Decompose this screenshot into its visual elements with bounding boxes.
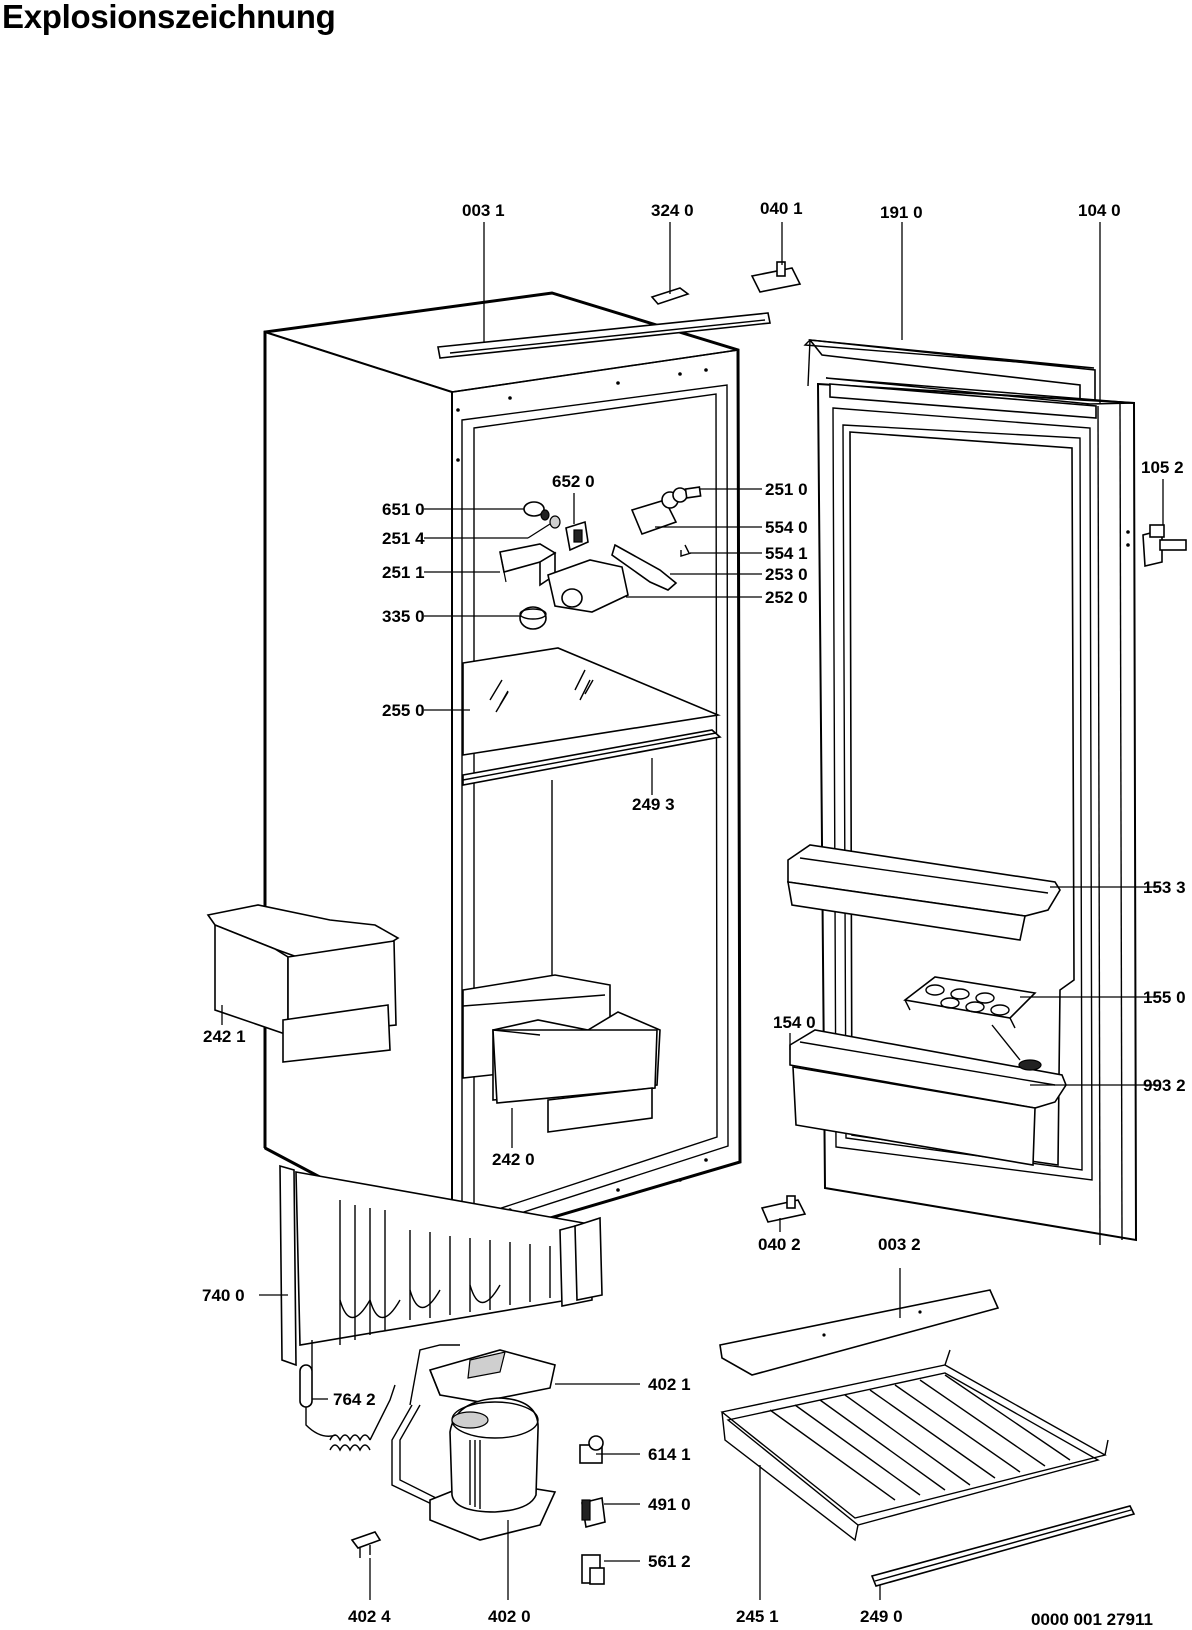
label-491-0: 491 0 [648, 1495, 691, 1514]
page-title: Explosionszeichnung [2, 0, 336, 35]
label-251-4: 251 4 [382, 529, 425, 548]
label-764-2: 764 2 [333, 1390, 376, 1409]
label-003-1: 003 1 [462, 201, 505, 220]
label-561-2: 561 2 [648, 1552, 691, 1571]
wire-shelf [720, 1349, 1109, 1542]
label-402-4: 402 4 [348, 1607, 391, 1626]
compressor [429, 1397, 557, 1541]
label-255-0: 255 0 [382, 701, 425, 720]
label-402-1: 402 1 [648, 1375, 691, 1394]
condenser [279, 1164, 603, 1367]
label-253-0: 253 0 [765, 565, 808, 584]
label-040-2: 040 2 [758, 1235, 801, 1254]
label-324-0: 324 0 [651, 201, 694, 220]
label-154-0: 154 0 [773, 1013, 816, 1032]
label-155-0: 155 0 [1143, 988, 1186, 1007]
glass-shelf [462, 647, 722, 786]
label-251-0: 251 0 [765, 480, 808, 499]
control-unit-parts [499, 486, 702, 630]
crisper-box [462, 974, 661, 1133]
refrigerant-tubing [309, 1340, 460, 1509]
label-251-1: 251 1 [382, 563, 425, 582]
shelf-trim [870, 1505, 1136, 1587]
label-245-1: 245 1 [736, 1607, 779, 1626]
label-614-1: 614 1 [648, 1445, 691, 1464]
label-249-0: 249 0 [860, 1607, 903, 1626]
label-402-0: 402 0 [488, 1607, 531, 1626]
label-040-1: 040 1 [760, 199, 803, 218]
refrigerator-door [803, 339, 1138, 1246]
drawing-number: 0000 001 27911 [1031, 1610, 1153, 1629]
label-652-0: 652 0 [552, 472, 595, 491]
label-105-2: 105 2 [1141, 458, 1184, 477]
label-153-3: 153 3 [1143, 878, 1186, 897]
label-242-1: 242 1 [203, 1027, 246, 1046]
filter-dryer [299, 1364, 396, 1452]
label-335-0: 335 0 [382, 607, 425, 626]
door-shelves [787, 844, 1067, 1166]
label-003-2: 003 2 [878, 1235, 921, 1254]
label-252-0: 252 0 [765, 588, 808, 607]
label-249-3: 249 3 [632, 795, 675, 814]
leader-lines [221, 222, 1164, 1600]
label-993-2: 993 2 [1143, 1076, 1186, 1095]
electrical-parts [350, 1435, 606, 1585]
label-104-0: 104 0 [1078, 201, 1121, 220]
label-651-0: 651 0 [382, 500, 425, 519]
label-554-1: 554 1 [765, 544, 808, 563]
label-554-0: 554 0 [765, 518, 808, 537]
label-242-0: 242 0 [492, 1150, 535, 1169]
vegetable-drawer [206, 904, 400, 1063]
label-740-0: 740 0 [202, 1286, 245, 1305]
hinge-parts [650, 261, 1187, 1223]
bottom-rail [719, 1289, 1000, 1376]
drip-tray [428, 1349, 556, 1403]
part-labels: 003 1 324 0 040 1 191 0 104 0 105 2 652 … [202, 199, 1186, 1629]
label-191-0: 191 0 [880, 203, 923, 222]
